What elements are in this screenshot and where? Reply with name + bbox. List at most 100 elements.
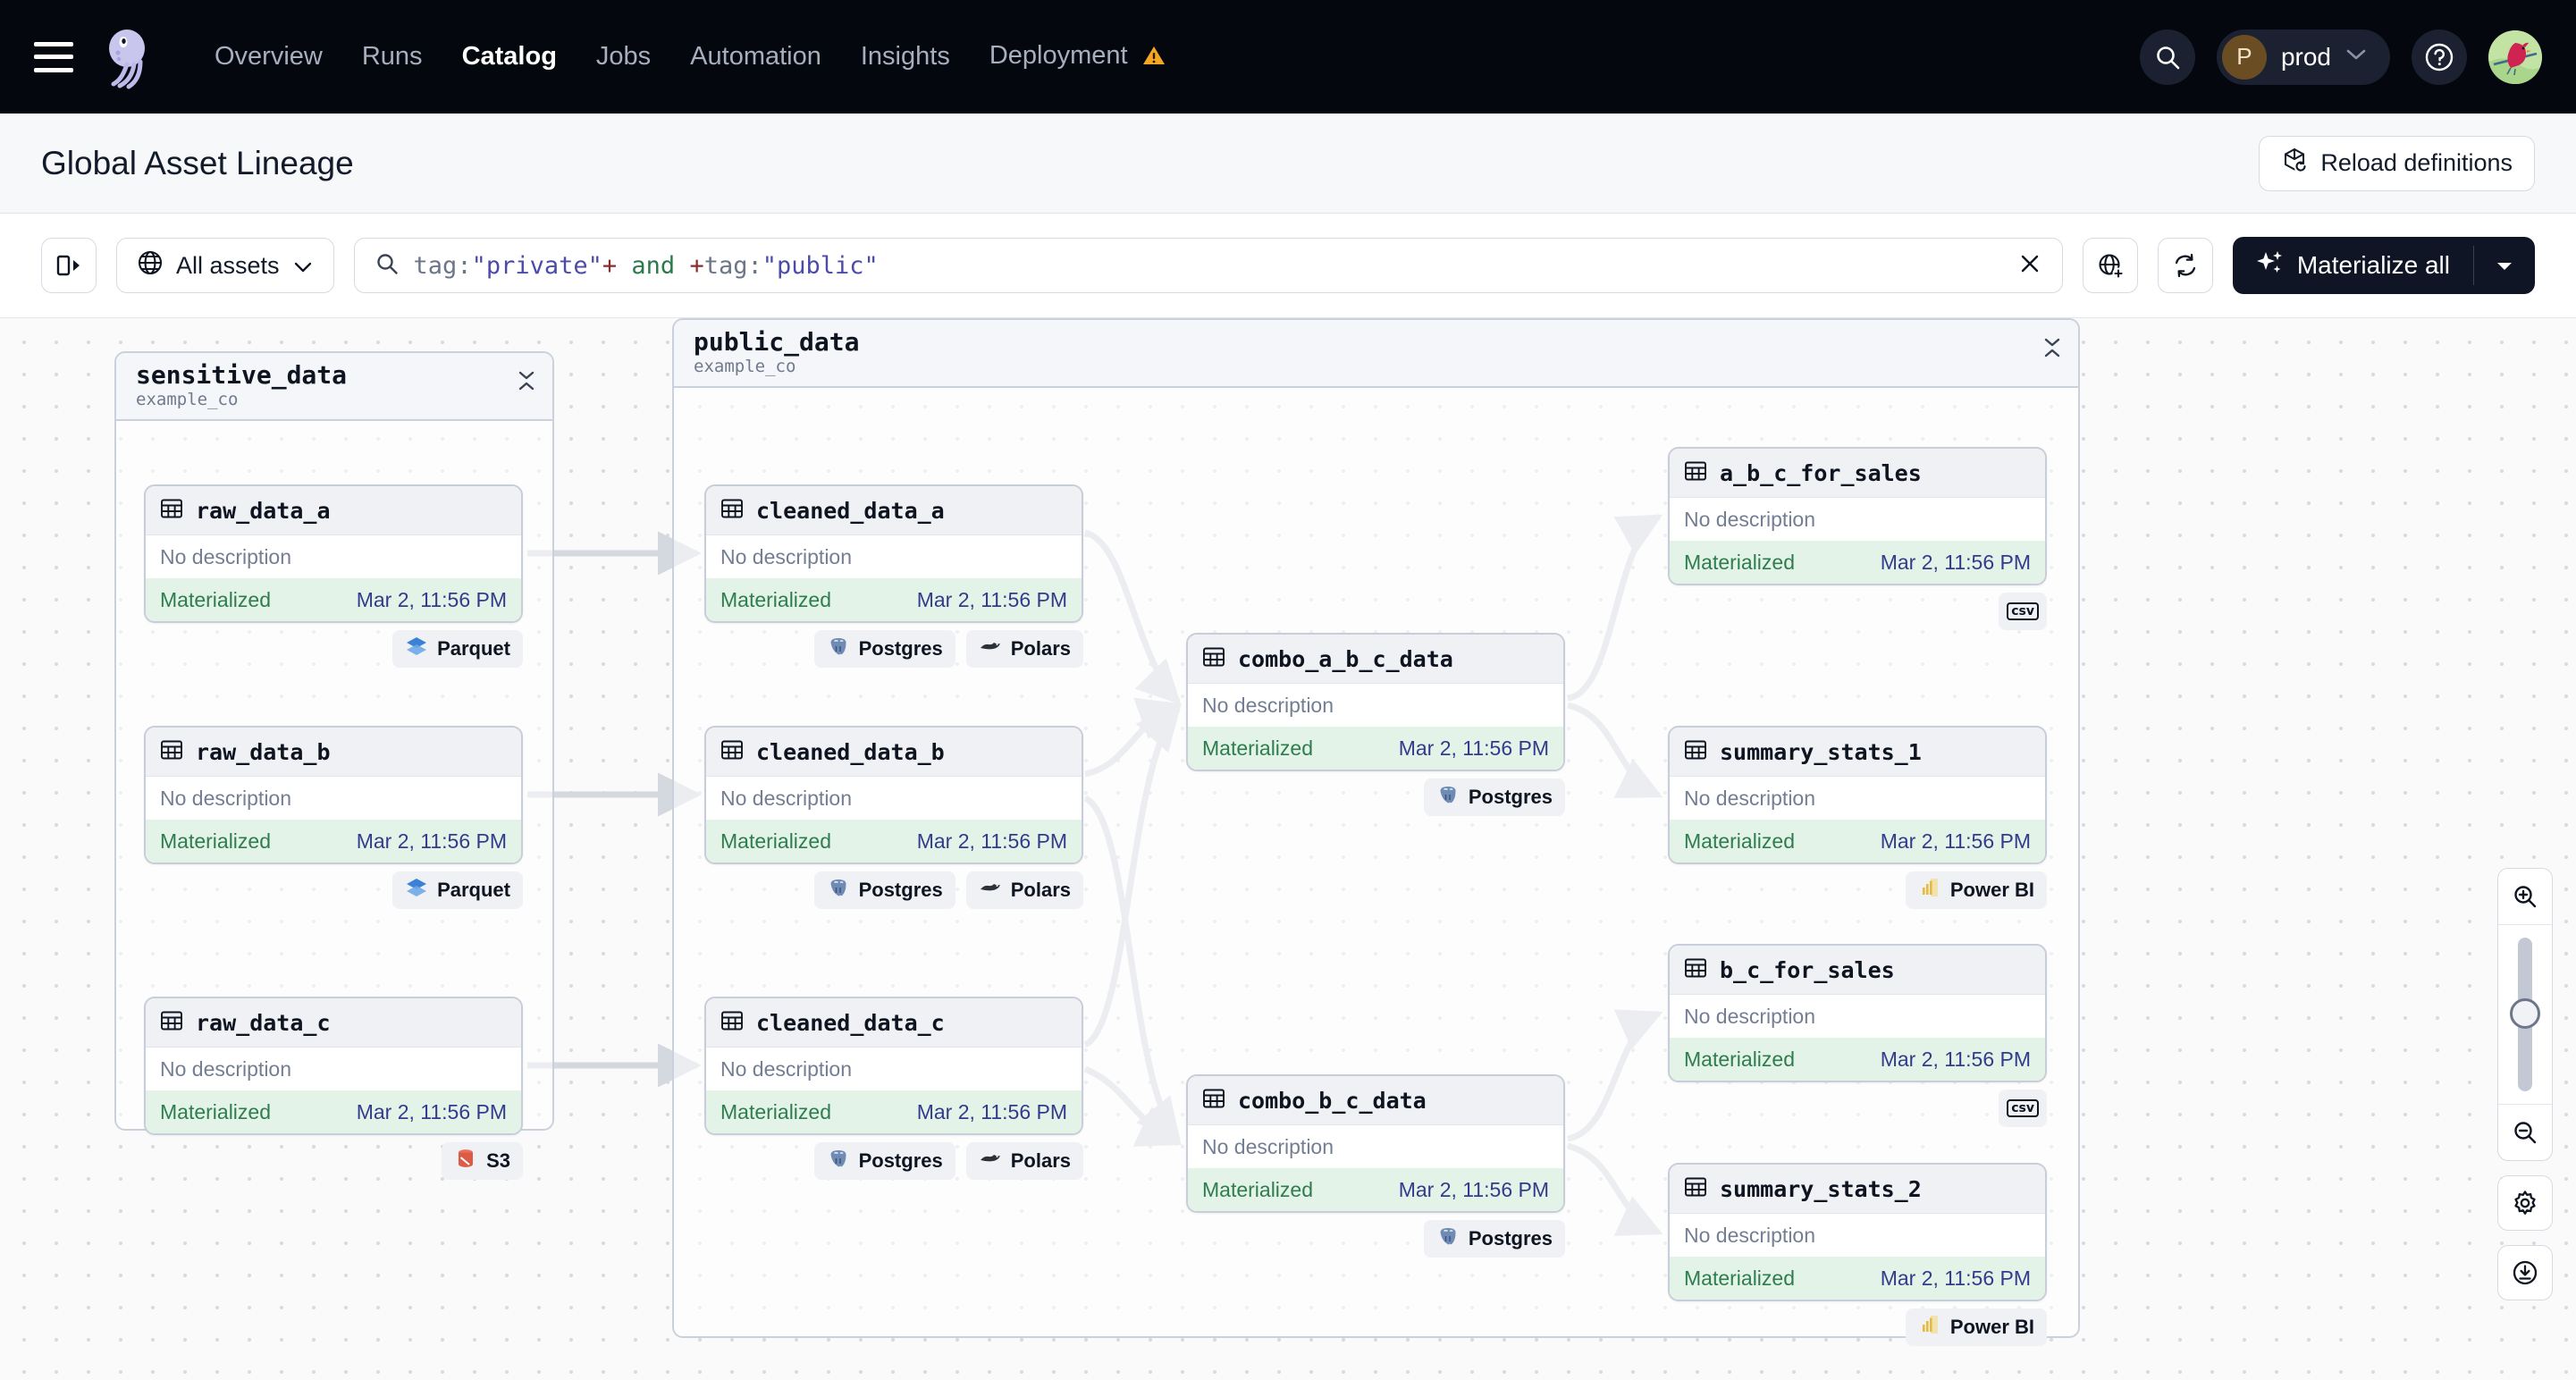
asset-node-title: raw_data_a — [196, 497, 331, 524]
query-segment-tag2: tag: — [703, 251, 762, 280]
zoom-in-button[interactable] — [2498, 869, 2552, 924]
asset-tag-csv[interactable]: csv — [1999, 1090, 2047, 1127]
reload-definitions-label: Reload definitions — [2320, 149, 2513, 176]
asset-tag-polars[interactable]: Polars — [965, 871, 1083, 909]
powerbi-icon — [1918, 1313, 1941, 1342]
asset-node-description: No description — [146, 535, 521, 578]
asset-lineage-canvas[interactable]: sensitive_data example_co public_data ex… — [0, 318, 2576, 1380]
asset-tag-power-bi[interactable]: Power BI — [1905, 871, 2047, 909]
search-input[interactable]: tag:"private"+ and +tag:"public" — [414, 252, 2003, 280]
materialize-dropdown-toggle[interactable] — [2474, 237, 2535, 294]
reload-definitions-button[interactable]: Reload definitions — [2259, 135, 2535, 191]
download-graph-button[interactable] — [2497, 1245, 2553, 1300]
materialize-all-button[interactable]: Materialize all — [2232, 237, 2535, 294]
nav-link-catalog[interactable]: Catalog — [442, 33, 577, 80]
nav-link-runs[interactable]: Runs — [342, 33, 442, 80]
lineage-search-box[interactable]: tag:"private"+ and +tag:"public" — [353, 238, 2063, 293]
materialization-timestamp: Mar 2, 11:56 PM — [1880, 1047, 2031, 1071]
asset-tag-power-bi[interactable]: Power BI — [1905, 1308, 2047, 1346]
table-icon — [720, 1009, 744, 1037]
asset-tags-raw_data_c: S3 — [144, 1142, 523, 1180]
asset-tag-label: Polars — [1010, 879, 1071, 901]
sidebar-toggle-button[interactable] — [41, 238, 97, 293]
asset-tag-postgres[interactable]: Postgres — [813, 1142, 955, 1180]
asset-tag-label: Postgres — [1468, 1227, 1553, 1250]
nav-label: Overview — [215, 42, 323, 71]
nav-link-insights[interactable]: Insights — [841, 33, 970, 80]
asset-tag-label: Polars — [1010, 637, 1071, 660]
nav-label: Jobs — [595, 42, 652, 71]
parquet-icon — [405, 635, 428, 663]
asset-tag-postgres[interactable]: Postgres — [1423, 1220, 1565, 1258]
asset-node-title: summary_stats_2 — [1720, 1175, 1922, 1202]
global-search-icon[interactable] — [2139, 29, 2195, 85]
dagster-logo-icon[interactable] — [97, 25, 161, 89]
top-navigation-bar: Overview Runs Catalog Jobs Automation In… — [0, 0, 2576, 114]
table-icon — [1202, 1087, 1225, 1115]
asset-tag-polars[interactable]: Polars — [965, 630, 1083, 668]
table-icon — [1684, 738, 1707, 766]
nav-link-deployment[interactable]: Deployment — [970, 32, 1185, 82]
globe-add-button[interactable] — [2082, 238, 2138, 293]
nav-link-overview[interactable]: Overview — [195, 33, 342, 80]
nav-label: Deployment — [989, 40, 1128, 70]
zoom-control-group — [2497, 868, 2553, 1161]
asset-tag-parquet[interactable]: Parquet — [392, 871, 523, 909]
sparkle-icon — [2256, 248, 2285, 283]
asset-tag-s3[interactable]: S3 — [442, 1142, 523, 1180]
nav-link-automation[interactable]: Automation — [670, 33, 841, 80]
asset-tag-label: Postgres — [1468, 786, 1553, 808]
asset-node-description: No description — [1188, 1125, 1563, 1168]
materialization-timestamp: Mar 2, 11:56 PM — [1880, 550, 2031, 574]
zoom-slider-knob[interactable] — [2510, 998, 2540, 1029]
divider — [2498, 1104, 2552, 1105]
deployment-name: prod — [2280, 42, 2331, 71]
graph-settings-button[interactable] — [2497, 1175, 2553, 1231]
hamburger-menu-icon[interactable] — [34, 41, 73, 72]
asset-tag-parquet[interactable]: Parquet — [392, 630, 523, 668]
help-question-icon[interactable] — [2412, 29, 2467, 85]
materialize-all-main[interactable]: Materialize all — [2233, 237, 2473, 294]
clear-search-icon[interactable] — [2017, 251, 2042, 281]
asset-tag-polars[interactable]: Polars — [965, 1142, 1083, 1180]
asset-tag-label: Power BI — [1949, 879, 2034, 901]
refresh-button[interactable] — [2157, 238, 2213, 293]
asset-tag-postgres[interactable]: Postgres — [813, 871, 955, 909]
nav-link-jobs[interactable]: Jobs — [577, 33, 670, 80]
asset-tag-postgres[interactable]: Postgres — [813, 630, 955, 668]
asset-node-description: No description — [146, 777, 521, 820]
asset-tag-csv[interactable]: csv — [1999, 593, 2047, 630]
asset-node-title: cleaned_data_c — [756, 1009, 945, 1036]
asset-tag-postgres[interactable]: Postgres — [1423, 778, 1565, 816]
zoom-out-button[interactable] — [2498, 1105, 2552, 1160]
user-avatar[interactable] — [2488, 29, 2542, 84]
zoom-slider[interactable] — [2498, 925, 2552, 1104]
collapse-group-icon[interactable] — [2042, 336, 2062, 364]
materialization-timestamp: Mar 2, 11:56 PM — [356, 829, 507, 853]
deployment-selector[interactable]: P prod — [2216, 29, 2390, 85]
asset-group-name: public_data — [694, 327, 860, 357]
assets-filter-dropdown[interactable]: All assets — [116, 238, 334, 293]
asset-node-header: a_b_c_for_sales — [1670, 449, 2045, 498]
asset-group-header: public_data example_co — [674, 320, 2078, 388]
collapse-group-icon[interactable] — [517, 369, 536, 397]
asset-node-header: cleaned_data_a — [706, 486, 1082, 535]
asset-node-header: summary_stats_1 — [1670, 728, 2045, 777]
materialization-timestamp: Mar 2, 11:56 PM — [356, 587, 507, 611]
